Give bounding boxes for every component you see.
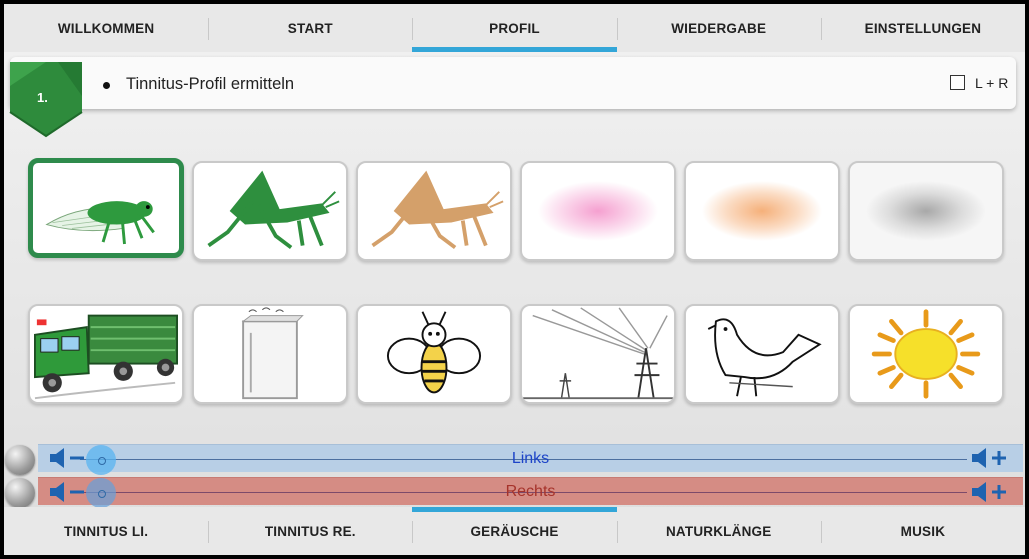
tab-einstellungen[interactable]: EINSTELLUNGEN (820, 4, 1025, 52)
sound-tile-noise-orange[interactable] (684, 161, 840, 261)
bottom-tab-bar: TINNITUS LI. TINNITUS RE. GERÄUSCHE NATU… (4, 507, 1025, 555)
sound-tile-grasshopper-brown[interactable] (356, 161, 512, 261)
sound-tile-bird[interactable] (684, 304, 840, 404)
left-volume-row: Links (38, 444, 1023, 472)
left-volume-track[interactable] (80, 459, 967, 460)
sun-icon (871, 309, 981, 399)
left-volume-label: Links (511, 450, 550, 467)
cicada-icon (45, 201, 155, 245)
right-volume-label: Rechts (505, 483, 556, 500)
right-volume-row: Rechts (38, 477, 1023, 505)
bullet-icon (103, 82, 110, 89)
top-tab-bar: WILLKOMMEN START PROFIL WIEDERGABE EINST… (4, 4, 1025, 52)
volume-up-left-icon[interactable] (970, 446, 1010, 470)
truck-icon (34, 314, 178, 400)
lr-checkbox[interactable] (950, 75, 965, 90)
bee-icon (386, 311, 482, 394)
bird-icon (707, 318, 822, 397)
tab-geraeusche[interactable]: GERÄUSCHE (412, 507, 617, 555)
sound-tile-sun[interactable] (848, 304, 1004, 404)
right-volume-track[interactable] (80, 492, 967, 493)
left-volume-slider-thumb[interactable] (86, 445, 116, 475)
tab-willkommen[interactable]: WILLKOMMEN (57, 20, 155, 36)
power-lines-icon (523, 307, 673, 400)
tab-tinnitus-rechts[interactable]: TINNITUS RE. (208, 507, 412, 555)
sound-tile-truck[interactable] (28, 304, 184, 404)
step-number: 1. (37, 90, 48, 105)
tab-tinnitus-links[interactable]: TINNITUS LI. (64, 523, 149, 539)
tab-musik[interactable]: MUSIK (820, 507, 1025, 555)
step-header-card (10, 57, 1016, 109)
volume-down-left-icon[interactable] (48, 446, 88, 470)
right-volume-slider-thumb[interactable] (86, 478, 116, 508)
sound-tile-refrigerator[interactable] (192, 304, 348, 404)
volume-up-right-icon[interactable] (970, 480, 1010, 504)
tab-naturklaenge[interactable]: NATURKLÄNGE (616, 507, 821, 555)
tab-start[interactable]: START (208, 4, 412, 52)
refrigerator-icon (241, 307, 304, 400)
lr-checkbox-label[interactable]: L + R (975, 75, 1009, 91)
tab-wiedergabe[interactable]: WIEDERGABE (616, 4, 821, 52)
sound-tile-power-lines[interactable] (520, 304, 676, 404)
left-channel-toggle[interactable] (5, 445, 35, 475)
sound-tile-bee[interactable] (356, 304, 512, 404)
step-badge-icon (9, 62, 83, 138)
app-window: WILLKOMMEN START PROFIL WIEDERGABE EINST… (4, 4, 1025, 555)
grasshopper-brown-icon (371, 170, 504, 250)
grasshopper-green-icon (207, 170, 340, 250)
right-channel-toggle[interactable] (5, 478, 35, 508)
sound-tile-noise-pink[interactable] (520, 161, 676, 261)
tab-profil[interactable]: PROFIL (412, 4, 617, 52)
volume-down-right-icon[interactable] (48, 480, 88, 504)
sound-tile-grasshopper-green[interactable] (192, 161, 348, 261)
sound-tile-cicada[interactable] (28, 158, 184, 258)
step-title: Tinnitus-Profil ermitteln (126, 75, 295, 93)
sound-tile-noise-gray[interactable] (848, 161, 1004, 261)
